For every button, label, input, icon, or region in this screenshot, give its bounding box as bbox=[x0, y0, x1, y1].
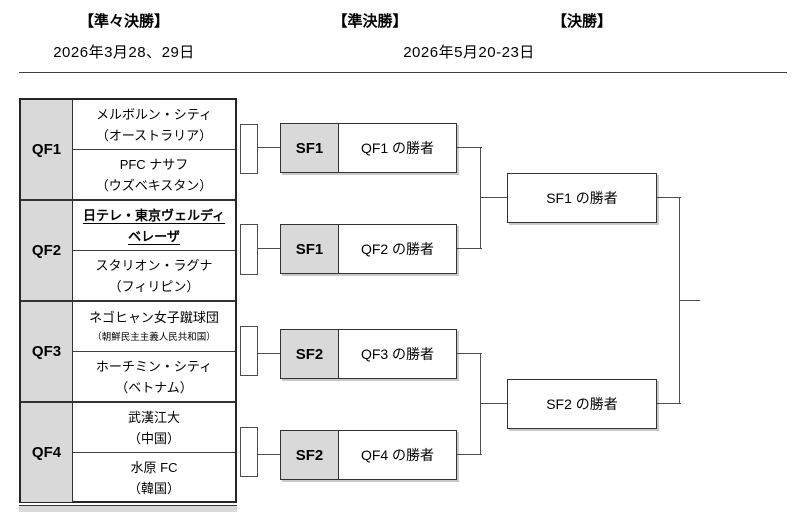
qf4-team2: 水原 FC （韓国） bbox=[73, 453, 235, 502]
team-country: （朝鮮民主主義人民共和国） bbox=[92, 331, 216, 343]
connector-line bbox=[257, 353, 280, 354]
stage-heading-final: 【決勝】 bbox=[551, 13, 613, 30]
date-semifinal-final: 2026年5月20-23日 bbox=[403, 44, 535, 61]
qf3-block: QF3 ネゴヒャン女子蹴球団 （朝鮮民主主義人民共和国） ホーチミン・シティ （… bbox=[21, 302, 235, 403]
team-name: メルボルン・シティ bbox=[96, 106, 212, 122]
sf1-match1-box: SF1 QF1 の勝者 bbox=[280, 123, 457, 173]
header-divider bbox=[19, 72, 787, 73]
team-name: 武漢江大 bbox=[127, 409, 180, 425]
team-name-emphasized: 日テレ・東京ヴェルディ bbox=[82, 207, 226, 223]
connector-line bbox=[257, 248, 280, 249]
connector-line bbox=[457, 248, 482, 249]
qf3-label: QF3 bbox=[21, 302, 73, 401]
sf1-label: SF1 bbox=[281, 225, 339, 273]
date-quarterfinal: 2026年3月28、29日 bbox=[53, 44, 195, 61]
qf4-label: QF4 bbox=[21, 403, 73, 502]
qf3-team2: ホーチミン・シティ （ベトナム） bbox=[73, 352, 235, 401]
connector-line bbox=[457, 353, 482, 354]
sf1-match2-box: SF1 QF2 の勝者 bbox=[280, 224, 457, 274]
team-name: ネゴヒャン女子蹴球団 bbox=[89, 309, 219, 325]
team-name: スタリオン・ラグナ bbox=[95, 257, 213, 273]
connector-line bbox=[657, 197, 681, 198]
qf1-label: QF1 bbox=[21, 100, 73, 199]
qf3-team1: ネゴヒャン女子蹴球団 （朝鮮民主主義人民共和国） bbox=[73, 302, 235, 352]
table-bottom-stub bbox=[19, 505, 237, 512]
qf4-block: QF4 武漢江大 （中国） 水原 FC （韓国） bbox=[21, 403, 235, 502]
quarterfinal-table: QF1 メルボルン・シティ （オーストラリア） PFC ナサフ （ウズベキスタン… bbox=[19, 98, 237, 503]
qf2-label: QF2 bbox=[21, 201, 73, 300]
connector-line bbox=[257, 147, 280, 148]
qf3-connector-bracket bbox=[240, 326, 258, 376]
team-country: （オーストラリア） bbox=[95, 127, 213, 143]
connector-line bbox=[657, 403, 681, 404]
stage-heading-semifinal: 【準決勝】 bbox=[332, 13, 408, 30]
sf1-winner-box: SF1 の勝者 bbox=[507, 173, 657, 223]
team-country: （中国） bbox=[127, 430, 180, 446]
qf1-team2: PFC ナサフ （ウズベキスタン） bbox=[73, 150, 235, 199]
qf4-connector-bracket bbox=[240, 427, 258, 477]
connector-line bbox=[457, 454, 482, 455]
sf2-label: SF2 bbox=[281, 330, 339, 378]
connector-line bbox=[257, 454, 280, 455]
team-name: 水原 FC bbox=[130, 459, 178, 475]
qf2-team2: スタリオン・ラグナ （フィリピン） bbox=[73, 251, 235, 300]
team-country: （ベトナム） bbox=[115, 379, 193, 395]
qf1-team1: メルボルン・シティ （オーストラリア） bbox=[73, 100, 235, 150]
qf1-connector-bracket bbox=[240, 124, 258, 174]
team-country: （ウズベキスタン） bbox=[95, 177, 213, 193]
connector-line bbox=[480, 147, 481, 249]
qf2-block: QF2 日テレ・東京ヴェルディ ベレーザ スタリオン・ラグナ （フィリピン） bbox=[21, 201, 235, 302]
sf2-match1-text: QF3 の勝者 bbox=[360, 346, 435, 362]
sf2-winner-box: SF2 の勝者 bbox=[507, 379, 657, 429]
final-stub-line bbox=[679, 300, 700, 301]
connector-line bbox=[480, 353, 481, 455]
sf2-label: SF2 bbox=[281, 431, 339, 479]
team-country: （韓国） bbox=[127, 480, 180, 496]
connector-line bbox=[457, 147, 482, 148]
team-name: PFC ナサフ bbox=[119, 156, 189, 172]
sf2-match2-text: QF4 の勝者 bbox=[360, 447, 435, 463]
qf4-team1: 武漢江大 （中国） bbox=[73, 403, 235, 453]
sf1-match2-text: QF2 の勝者 bbox=[360, 241, 435, 257]
team-country: （フィリピン） bbox=[108, 278, 200, 294]
connector-line bbox=[480, 197, 507, 198]
stage-heading-quarterfinal: 【準々決勝】 bbox=[78, 13, 170, 30]
sf2-match2-box: SF2 QF4 の勝者 bbox=[280, 430, 457, 480]
qf1-block: QF1 メルボルン・シティ （オーストラリア） PFC ナサフ （ウズベキスタン… bbox=[21, 100, 235, 201]
team-name-emphasized-line2: ベレーザ bbox=[128, 228, 180, 244]
connector-line bbox=[480, 403, 507, 404]
team-name: ホーチミン・シティ bbox=[95, 358, 213, 374]
sf1-label: SF1 bbox=[281, 124, 339, 172]
qf2-connector-bracket bbox=[240, 224, 258, 275]
sf2-match1-box: SF2 QF3 の勝者 bbox=[280, 329, 457, 379]
qf2-team1: 日テレ・東京ヴェルディ ベレーザ bbox=[73, 201, 235, 251]
sf1-match1-text: QF1 の勝者 bbox=[360, 140, 435, 156]
